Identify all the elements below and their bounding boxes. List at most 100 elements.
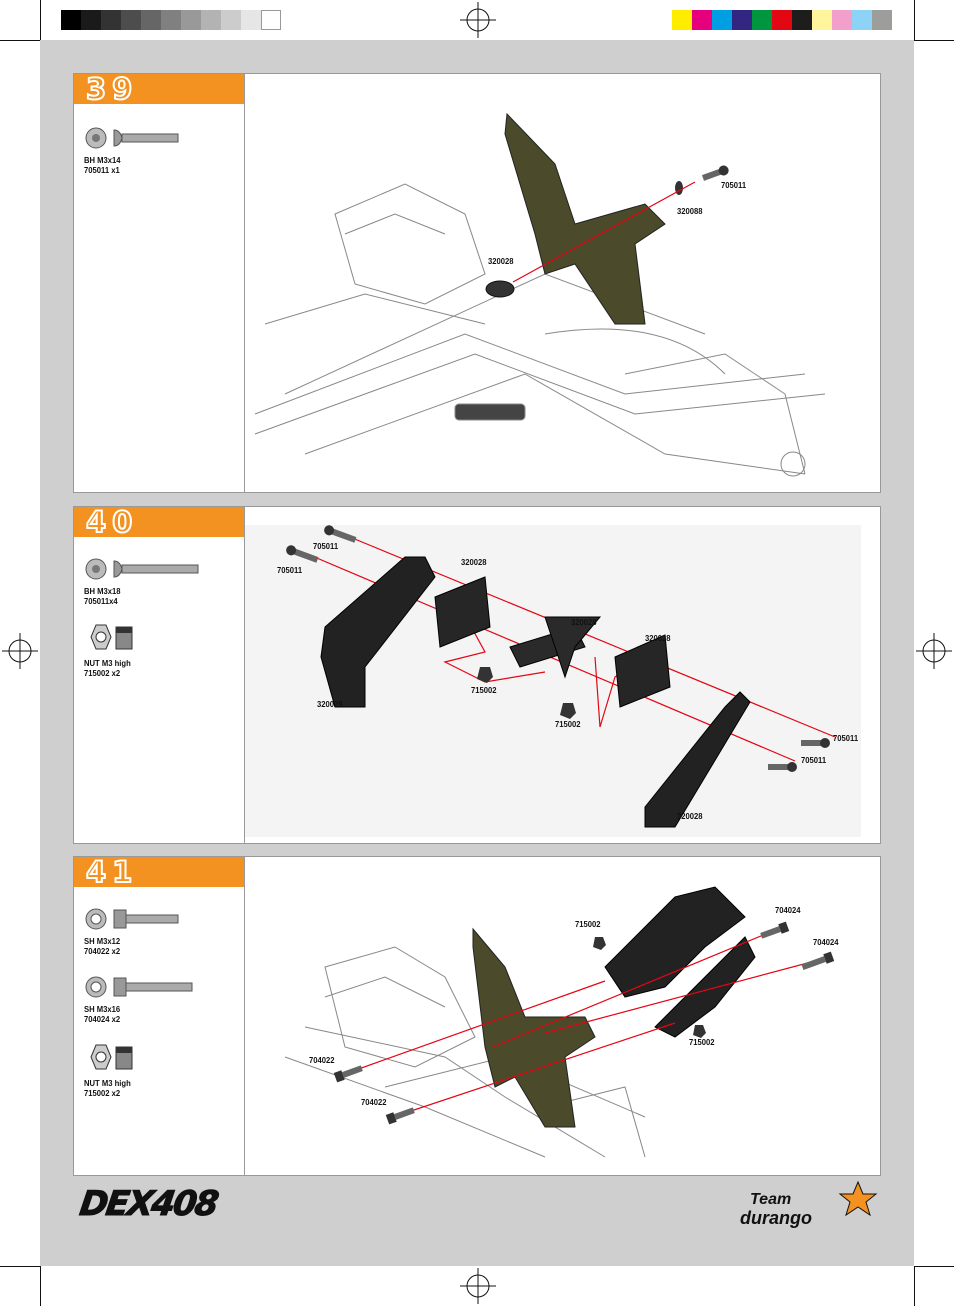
part-item: SH M3x16 704024 x2 (84, 975, 204, 1024)
step-41: 41 SH M3x12 704022 x2 SH M3x16 704024 x2 (73, 854, 881, 1176)
part-code: 715002 x2 (84, 1088, 121, 1098)
step-number: 40 (85, 504, 139, 540)
assembly-drawing (284, 886, 835, 1158)
socket-head-screw-icon (333, 1065, 363, 1083)
process-color-bar (672, 10, 892, 30)
callout-label: 320028 (488, 256, 514, 266)
part-code: 705011 x1 (84, 165, 120, 175)
color-swatch (792, 10, 812, 30)
color-swatch (712, 10, 732, 30)
color-swatch (692, 10, 712, 30)
shock-mount-part (320, 556, 436, 708)
exploded-view-drawing (245, 525, 861, 837)
color-swatch (241, 10, 261, 30)
socket-head-screw-icon (85, 908, 179, 930)
button-head-screw-icon (768, 762, 797, 772)
step-number: 41 (85, 854, 139, 890)
color-swatch (752, 10, 772, 30)
callout-label: 320028 (317, 699, 343, 709)
part-code: 704024 x2 (84, 1014, 121, 1024)
svg-text:durango: durango (740, 1208, 812, 1228)
callout-label: 715002 (689, 1037, 715, 1047)
part-item: SH M3x12 704022 x2 (84, 907, 184, 956)
color-swatch (161, 10, 181, 30)
color-swatch (181, 10, 201, 30)
color-swatch (221, 10, 241, 30)
color-swatch (101, 10, 121, 30)
callout-label: 704022 (361, 1097, 387, 1107)
callout-label: 320028 (571, 617, 597, 627)
shock-mount-part (604, 886, 746, 998)
lock-nut-icon (693, 1025, 706, 1038)
lock-nut-icon (593, 937, 606, 950)
step-40: 40 BH M3x18 705011x4 NUT M3 high 715002 … (73, 504, 881, 844)
callout-label: 704024 (813, 937, 839, 947)
lock-nut-icon (560, 703, 576, 719)
callout-label: 320028 (645, 633, 671, 643)
svg-text:Team: Team (750, 1191, 791, 1208)
button-head-screw-icon (801, 738, 830, 748)
registration-mark-top (460, 2, 496, 38)
color-swatch (121, 10, 141, 30)
callout-label: 320088 (677, 206, 703, 216)
shock-mount-part (654, 936, 756, 1038)
callout-label: 705011 (277, 565, 303, 575)
callout-label: 715002 (575, 919, 601, 929)
part-code: 705011x4 (84, 596, 118, 606)
part-item: NUT M3 high 715002 x2 (84, 1043, 144, 1098)
part-item: NUT M3 high 715002 x2 (84, 623, 144, 678)
parts-sidebar: 40 BH M3x18 705011x4 NUT M3 high 715002 … (74, 504, 244, 843)
assembly-view: 715002 704024 704024 715002 704022 70402… (244, 857, 880, 1175)
registration-mark-bottom (460, 1268, 496, 1304)
color-swatch (772, 10, 792, 30)
parts-sidebar: 41 SH M3x12 704022 x2 SH M3x16 704024 x2 (74, 854, 244, 1175)
callout-label: 705011 (313, 541, 339, 551)
socket-head-screw-icon (801, 951, 835, 971)
instruction-page: 39 BH M3x14 705011 x1 (40, 40, 914, 1266)
color-swatch (832, 10, 852, 30)
assembly-view: 705011 705011 320028 320028 320028 71500… (244, 507, 880, 843)
button-head-screw-icon (85, 127, 179, 149)
color-swatch (732, 10, 752, 30)
color-swatch (872, 10, 892, 30)
mount-plate-part (434, 576, 491, 648)
mount-plate-part (614, 634, 671, 708)
button-head-screw-icon (701, 165, 729, 181)
socket-head-screw-icon (85, 976, 193, 998)
parts-sidebar: 39 BH M3x14 705011 x1 (74, 71, 244, 492)
registration-mark-left (2, 633, 38, 669)
callout-label: 705011 (801, 755, 827, 765)
part-name: BH M3x18 (84, 586, 121, 596)
callout-label: 715002 (471, 685, 497, 695)
part-name: SH M3x16 (84, 1004, 121, 1014)
callout-label: 320028 (677, 811, 703, 821)
part-item: BH M3x18 705011x4 (84, 557, 204, 606)
color-swatch (141, 10, 161, 30)
color-swatch (672, 10, 692, 30)
button-head-screw-icon (85, 558, 199, 580)
step-number: 39 (85, 71, 139, 107)
team-durango-logo: Team durango (740, 1180, 878, 1228)
callout-label: 715002 (555, 719, 581, 729)
callout-label: 320028 (461, 557, 487, 567)
socket-head-screw-icon (760, 921, 790, 939)
part-item: BH M3x14 705011 x1 (84, 126, 184, 175)
dex408-logo: DEX408 (77, 1184, 220, 1225)
callout-label: 704024 (775, 905, 801, 915)
color-swatch (201, 10, 221, 30)
lock-nut-icon (90, 1044, 133, 1070)
step-header: 41 (74, 854, 244, 890)
color-swatch (852, 10, 872, 30)
color-swatch (812, 10, 832, 30)
callout-label: 705011 (721, 180, 747, 190)
step-39: 39 BH M3x14 705011 x1 (73, 71, 881, 493)
grayscale-color-bar (61, 10, 281, 30)
part-name: BH M3x14 (84, 155, 121, 165)
callout-label: 705011 (833, 733, 859, 743)
part-name: NUT M3 high (84, 1078, 131, 1088)
color-swatch (61, 10, 81, 30)
part-code: 715002 x2 (84, 668, 121, 678)
registration-mark-right (916, 633, 952, 669)
lock-nut-icon (90, 624, 133, 650)
ball-stud-icon (485, 280, 515, 298)
